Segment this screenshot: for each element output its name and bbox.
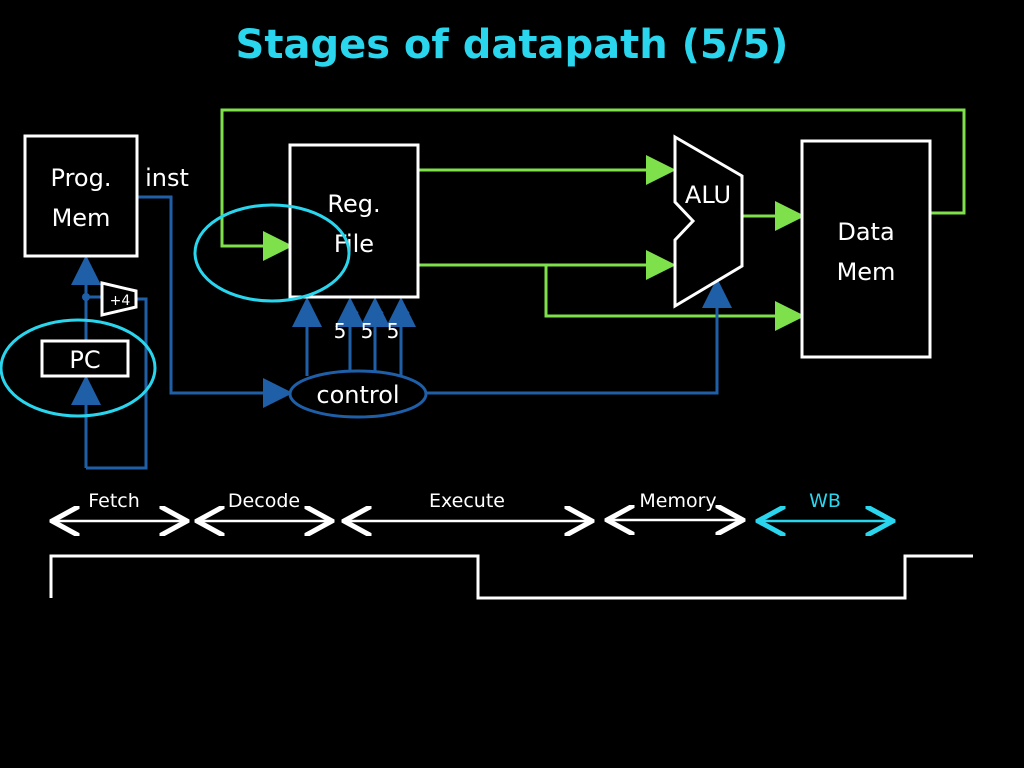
writeback-wire (220, 108, 966, 261)
addr-tick-2 (366, 311, 384, 323)
adder-block: +4 (100, 281, 138, 317)
addr-tick-1 (341, 311, 359, 323)
pc-block: PC (40, 339, 130, 378)
pc-label: PC (69, 346, 100, 374)
stage-label-wb: WB (809, 490, 841, 512)
prog-mem-label-1: Prog. (51, 164, 112, 192)
inst-label: inst (145, 164, 189, 192)
control-block: control (288, 369, 428, 419)
alu-block: ALU (673, 134, 744, 309)
adder-label: +4 (110, 293, 131, 309)
data-mem-label-2: Mem (837, 258, 896, 286)
pc-loop-wire (86, 297, 148, 470)
data-mem-label-1: Data (837, 218, 894, 246)
stage-arrows (52, 520, 893, 521)
reg-addr-width-3: 5 (387, 319, 400, 343)
stage-label-memory: Memory (639, 490, 716, 512)
data-wires (220, 108, 966, 331)
inst-to-control-wire (137, 195, 293, 408)
stage-label-fetch: Fetch (88, 490, 140, 512)
pc-update-highlight (0, 318, 157, 418)
clock-waveform (49, 554, 973, 600)
reg-addr-width-1: 5 (334, 319, 347, 343)
data-mem-block: Data Mem (800, 139, 932, 359)
control-to-alu-wire (426, 278, 732, 395)
alu-label: ALU (685, 181, 731, 209)
reg-file-label-2: File (334, 230, 374, 258)
stage-label-execute: Execute (429, 490, 505, 512)
regfile-write-highlight (193, 203, 351, 303)
addr-tick-3 (392, 311, 410, 323)
pc-junction-dot (82, 293, 90, 301)
slide-title: Stages of datapath (5/5) (235, 22, 789, 68)
prog-mem-label-2: Mem (52, 204, 111, 232)
control-label: control (316, 381, 399, 409)
reg-file-label-1: Reg. (327, 190, 380, 218)
reg-file-block: Reg. File (288, 143, 420, 299)
reg-addr-width-2: 5 (361, 319, 374, 343)
stage-label-decode: Decode (228, 490, 300, 512)
stage-labels: Fetch Decode Execute Memory WB (88, 490, 841, 512)
prog-mem-block: Prog. Mem (23, 134, 139, 258)
